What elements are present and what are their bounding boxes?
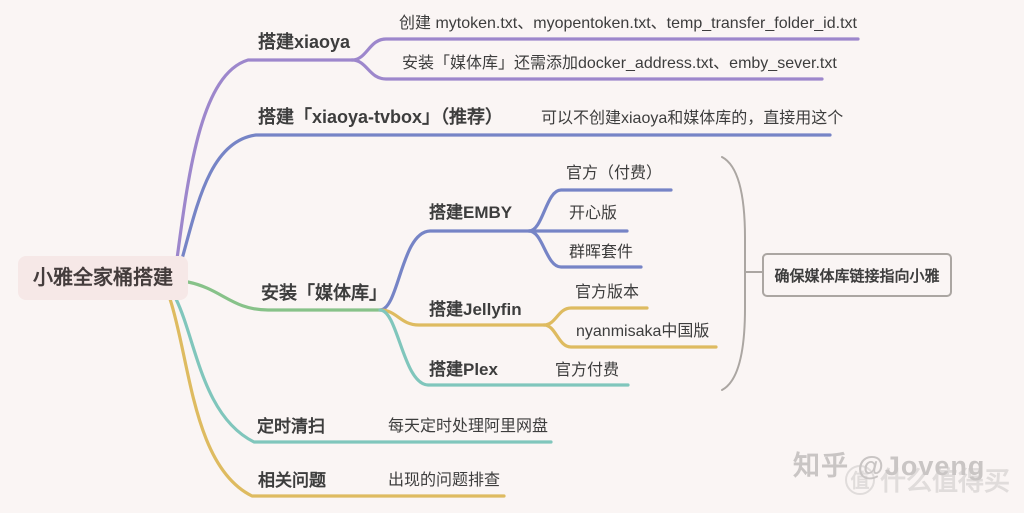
- node-jellyfin-official: 官方版本: [575, 284, 640, 301]
- root-node: 小雅全家桶搭建: [18, 256, 188, 300]
- node-xiaoya: 搭建xiaoya: [258, 32, 351, 52]
- node-related-issues: 相关问题: [258, 471, 326, 490]
- smzdm-badge-icon: 值: [845, 464, 875, 495]
- smzdm-watermark-text: 什么值得买: [880, 466, 1011, 496]
- branch-line-clean: [174, 297, 553, 444]
- branch-line-issues: [168, 297, 506, 498]
- node-emby-kaixin: 开心版: [569, 205, 618, 222]
- annotation-box: 确保媒体库链接指向小雅: [762, 253, 952, 297]
- node-xiaoya-media-files: 安装「媒体库」还需添加docker_address.txt、emby_sever…: [402, 55, 837, 72]
- smzdm-watermark: 值 什么值得买: [845, 461, 1010, 498]
- node-plex: 搭建Plex: [429, 360, 498, 379]
- branch-line-emby: [378, 229, 531, 312]
- branch-line-emby-synology: [527, 229, 643, 269]
- node-scheduled-clean-note: 每天定时处理阿里网盘: [388, 418, 549, 435]
- root-node-label: 小雅全家桶搭建: [33, 267, 173, 289]
- node-scheduled-clean: 定时清扫: [257, 417, 325, 436]
- branch-line-xiaoya-media-files: [350, 58, 824, 81]
- annotation-label: 确保媒体库链接指向小雅: [774, 267, 940, 285]
- node-emby-official: 官方（付费）: [566, 165, 663, 182]
- branch-line-xiaoya: [175, 58, 354, 261]
- branch-line-plex: [378, 308, 630, 387]
- node-emby: 搭建EMBY: [429, 203, 513, 222]
- branch-line-tvbox: [180, 133, 832, 261]
- branch-line-media: [186, 280, 382, 312]
- node-jellyfin-nyanmisaka: nyanmisaka中国版: [576, 323, 710, 340]
- node-plex-official: 官方付费: [555, 362, 620, 379]
- branch-line-jellyfin-nyanmisaka: [542, 323, 718, 349]
- node-media-library: 安装「媒体库」: [261, 283, 387, 303]
- node-jellyfin: 搭建Jellyfin: [429, 300, 522, 319]
- node-xiaoya-tokens: 创建 mytoken.txt、myopentoken.txt、temp_tran…: [399, 15, 857, 32]
- node-tvbox: 搭建「xiaoya-tvbox」（推荐）: [258, 107, 504, 127]
- node-emby-synology: 群晖套件: [569, 244, 634, 261]
- annotation-bracket: [721, 156, 746, 391]
- node-related-issues-note: 出现的问题排查: [388, 472, 501, 489]
- zhihu-watermark: 知乎 @Joveng: [793, 451, 986, 481]
- node-tvbox-note: 可以不创建xiaoya和媒体库的，直接用这个: [541, 110, 844, 127]
